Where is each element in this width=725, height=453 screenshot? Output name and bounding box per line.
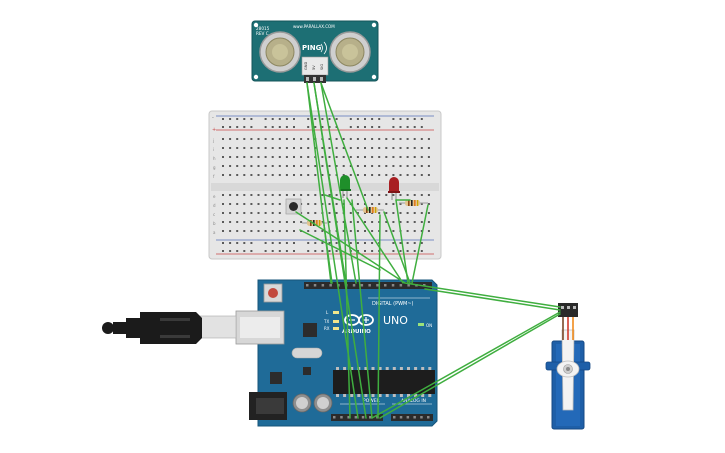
rail-minus-label: -: [212, 115, 214, 121]
row-letter-f: f: [213, 174, 215, 179]
arduino-brand: ARDUINO: [342, 329, 371, 335]
resistor-3: [399, 200, 428, 206]
wire-sensor-to-breadboard: [320, 82, 369, 211]
led-tx-label: TX: [323, 319, 329, 324]
digital-header: [304, 282, 432, 289]
atmega-chip-pins: [336, 367, 432, 397]
capacitors: [292, 393, 333, 413]
usb-cable-icon[interactable]: [102, 312, 237, 344]
power-on-indicator: [418, 323, 424, 326]
power-label: POWER: [363, 398, 380, 404]
small-ic: [270, 372, 282, 384]
led-l-label: L: [326, 310, 329, 315]
transducer-left: [259, 31, 301, 73]
row-letter-g: g: [213, 165, 216, 170]
wire-servo-signal: [424, 288, 561, 311]
sensor-brand: www.PARALLAX.COM: [293, 24, 335, 29]
sensor-pin-sig: SIG: [320, 64, 324, 70]
wire-button: [295, 211, 406, 284]
wire-resistor-3: [411, 204, 429, 284]
led-l-indicator: [333, 311, 339, 314]
wire-servo-power: [404, 282, 561, 308]
row-letter-i: i: [213, 147, 214, 152]
reset-button-cap[interactable]: [268, 288, 278, 298]
row-letter-e: e: [213, 194, 216, 199]
regulator-chip: [303, 367, 311, 375]
wire-led-green: [346, 197, 404, 284]
ultrasonic-sensor[interactable]: 28015 REV C www.PARALLAX.COM PING GND 5V…: [251, 20, 379, 83]
on-label: ON: [426, 323, 432, 328]
wire-sensor-sig: [320, 82, 357, 284]
servo-motor-icon[interactable]: [545, 303, 591, 430]
row-letter-j: j: [212, 138, 214, 143]
digital-label: DIGITAL (PWM~): [372, 301, 414, 307]
wires: [295, 82, 561, 419]
row-letter-c: c: [213, 212, 215, 217]
led-tx-indicator: [333, 320, 339, 323]
board-name: UNO: [383, 314, 408, 327]
row-letter-d: d: [213, 203, 216, 208]
row-letter-b: b: [213, 221, 216, 226]
breadboard-channel: [211, 183, 439, 191]
usb-interface-chip: [303, 323, 317, 337]
servo-connector: [558, 303, 578, 317]
wire-sensor-to-power-1: [306, 82, 359, 419]
wire-board-jumper: [324, 194, 341, 201]
wire-servo-gnd-1: [371, 311, 561, 419]
wire-breadboard-gnd-1: [343, 199, 351, 419]
sensor-model: 28015: [256, 26, 270, 31]
wire-servo-gnd-2: [379, 313, 561, 419]
sensor-name: PING: [302, 44, 322, 52]
sound-wave-icon: [320, 41, 327, 55]
atmega-chip: [333, 370, 435, 394]
wire-led-red: [395, 199, 409, 284]
pushbutton-icon[interactable]: [285, 198, 302, 215]
analog-label: ANALOG IN: [401, 398, 426, 404]
rail-plus-label: +: [212, 127, 216, 133]
row-letter-h: h: [213, 156, 216, 161]
row-letters: j i h g f e d c b a: [212, 138, 216, 235]
sensor-revision: REV C: [256, 31, 269, 36]
sensor-pin-5v: 5V: [312, 65, 316, 70]
led-rx-indicator: [333, 327, 339, 330]
breadboard[interactable]: - + j i h g f e d c b a: [208, 110, 442, 260]
crystal-oscillator: [291, 347, 323, 359]
analog-header: [391, 414, 433, 421]
wire-button-2: [299, 229, 381, 271]
sensor-pin-gnd: GND: [304, 62, 308, 70]
row-letter-a: a: [213, 230, 216, 235]
transducer-right: [329, 31, 371, 73]
wire-resistor-1: [323, 224, 333, 284]
led-rx-label: RX: [324, 326, 330, 331]
wire-breadboard-gnd-2: [351, 199, 373, 419]
arduino-uno[interactable]: DIGITAL (PWM~) L TX RX ARDUINO UNO ON: [235, 279, 438, 427]
led-green[interactable]: [339, 175, 351, 198]
led-red[interactable]: [388, 177, 400, 200]
wire-resistor-2: [383, 211, 411, 284]
